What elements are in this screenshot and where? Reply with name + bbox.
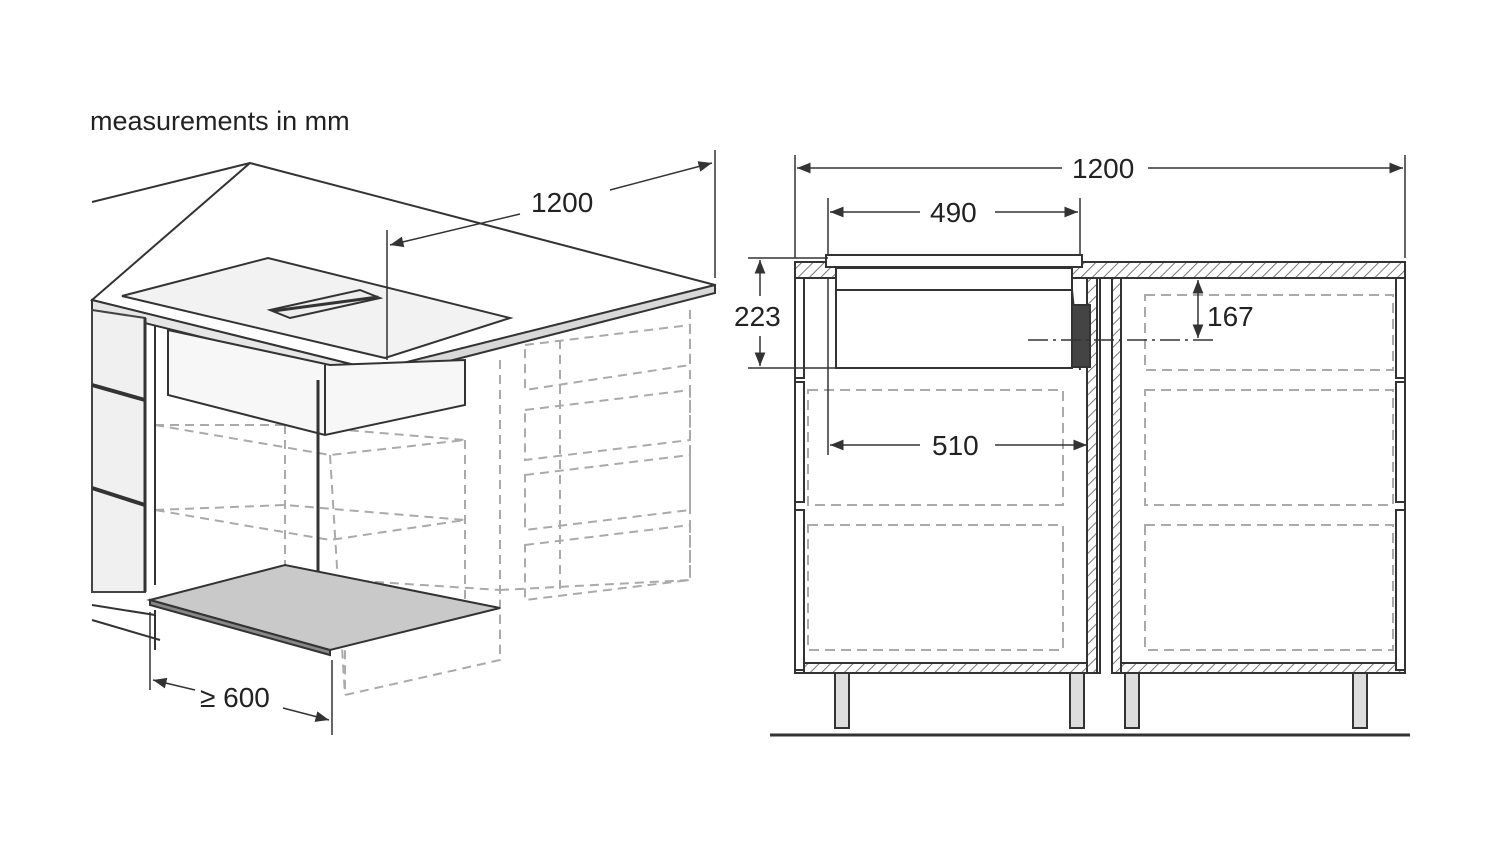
front-width-label: 1200: [1072, 153, 1134, 184]
front-elevation: [748, 155, 1410, 737]
depth-167-label: 167: [1207, 301, 1254, 332]
isometric-view: [89, 150, 716, 735]
measurements-caption: measurements in mm: [90, 106, 350, 136]
cabinet-inner-label: 510: [932, 430, 979, 461]
legs: [834, 672, 1368, 729]
depth-223-label: 223: [734, 301, 781, 332]
fan-motor: [1071, 304, 1091, 368]
hob-width-label: 490: [930, 197, 977, 228]
cabinet-right: [1111, 277, 1406, 674]
iso-clearance-label: ≥ 600: [200, 682, 270, 713]
drawer-fronts: [91, 308, 320, 641]
hob-unit: [835, 289, 1073, 369]
iso-width-label: 1200: [531, 187, 593, 218]
floor-plate: [146, 563, 501, 652]
drawer-outlines: [807, 294, 1394, 651]
